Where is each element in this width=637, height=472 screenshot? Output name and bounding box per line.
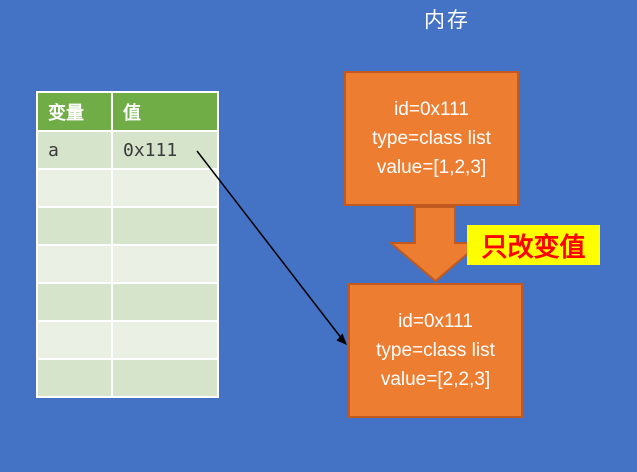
memory-box-before: id=0x111 type=class list value=[1,2,3]: [344, 71, 519, 206]
table-cell-variable: [36, 282, 113, 322]
table-header-row: 变量 值: [36, 91, 219, 132]
memory-box-line-id: id=0x111: [398, 311, 473, 332]
table-cell-variable: [36, 206, 113, 246]
table-cell-value: [111, 244, 219, 284]
table-cell-variable: a: [36, 130, 113, 170]
table-cell-value: [111, 168, 219, 208]
table-row: [36, 282, 219, 322]
table-cell-variable: [36, 320, 113, 360]
table-row: [36, 168, 219, 208]
table-cell-value: [111, 320, 219, 360]
table-cell-value: [111, 282, 219, 322]
table-row: [36, 206, 219, 246]
pointer-arrow-head: [336, 333, 347, 345]
table-header-variable: 变量: [36, 91, 113, 132]
table-cell-value: [111, 358, 219, 398]
table-row: [36, 320, 219, 360]
table-cell-value: [111, 206, 219, 246]
table-row: [36, 244, 219, 284]
table-cell-value: 0x111: [111, 130, 219, 170]
memory-box-line-type: type=class list: [376, 340, 495, 361]
table-cell-variable: [36, 168, 113, 208]
table-header-value: 值: [111, 91, 219, 132]
memory-box-after: id=0x111 type=class list value=[2,2,3]: [348, 283, 523, 418]
table-cell-variable: [36, 358, 113, 398]
memory-box-line-value: value=[1,2,3]: [376, 157, 487, 178]
memory-box-line-type: type=class list: [372, 128, 491, 149]
page-title: 内存: [424, 9, 470, 32]
memory-box-line-value: value=[2,2,3]: [380, 369, 491, 390]
memory-box-line-id: id=0x111: [394, 99, 469, 120]
table-cell-variable: [36, 244, 113, 284]
variable-table: 变量 值 a 0x111: [36, 91, 219, 398]
table-row: [36, 358, 219, 398]
table-row: a 0x111: [36, 130, 219, 170]
change-value-label: 只改变值: [467, 225, 600, 265]
